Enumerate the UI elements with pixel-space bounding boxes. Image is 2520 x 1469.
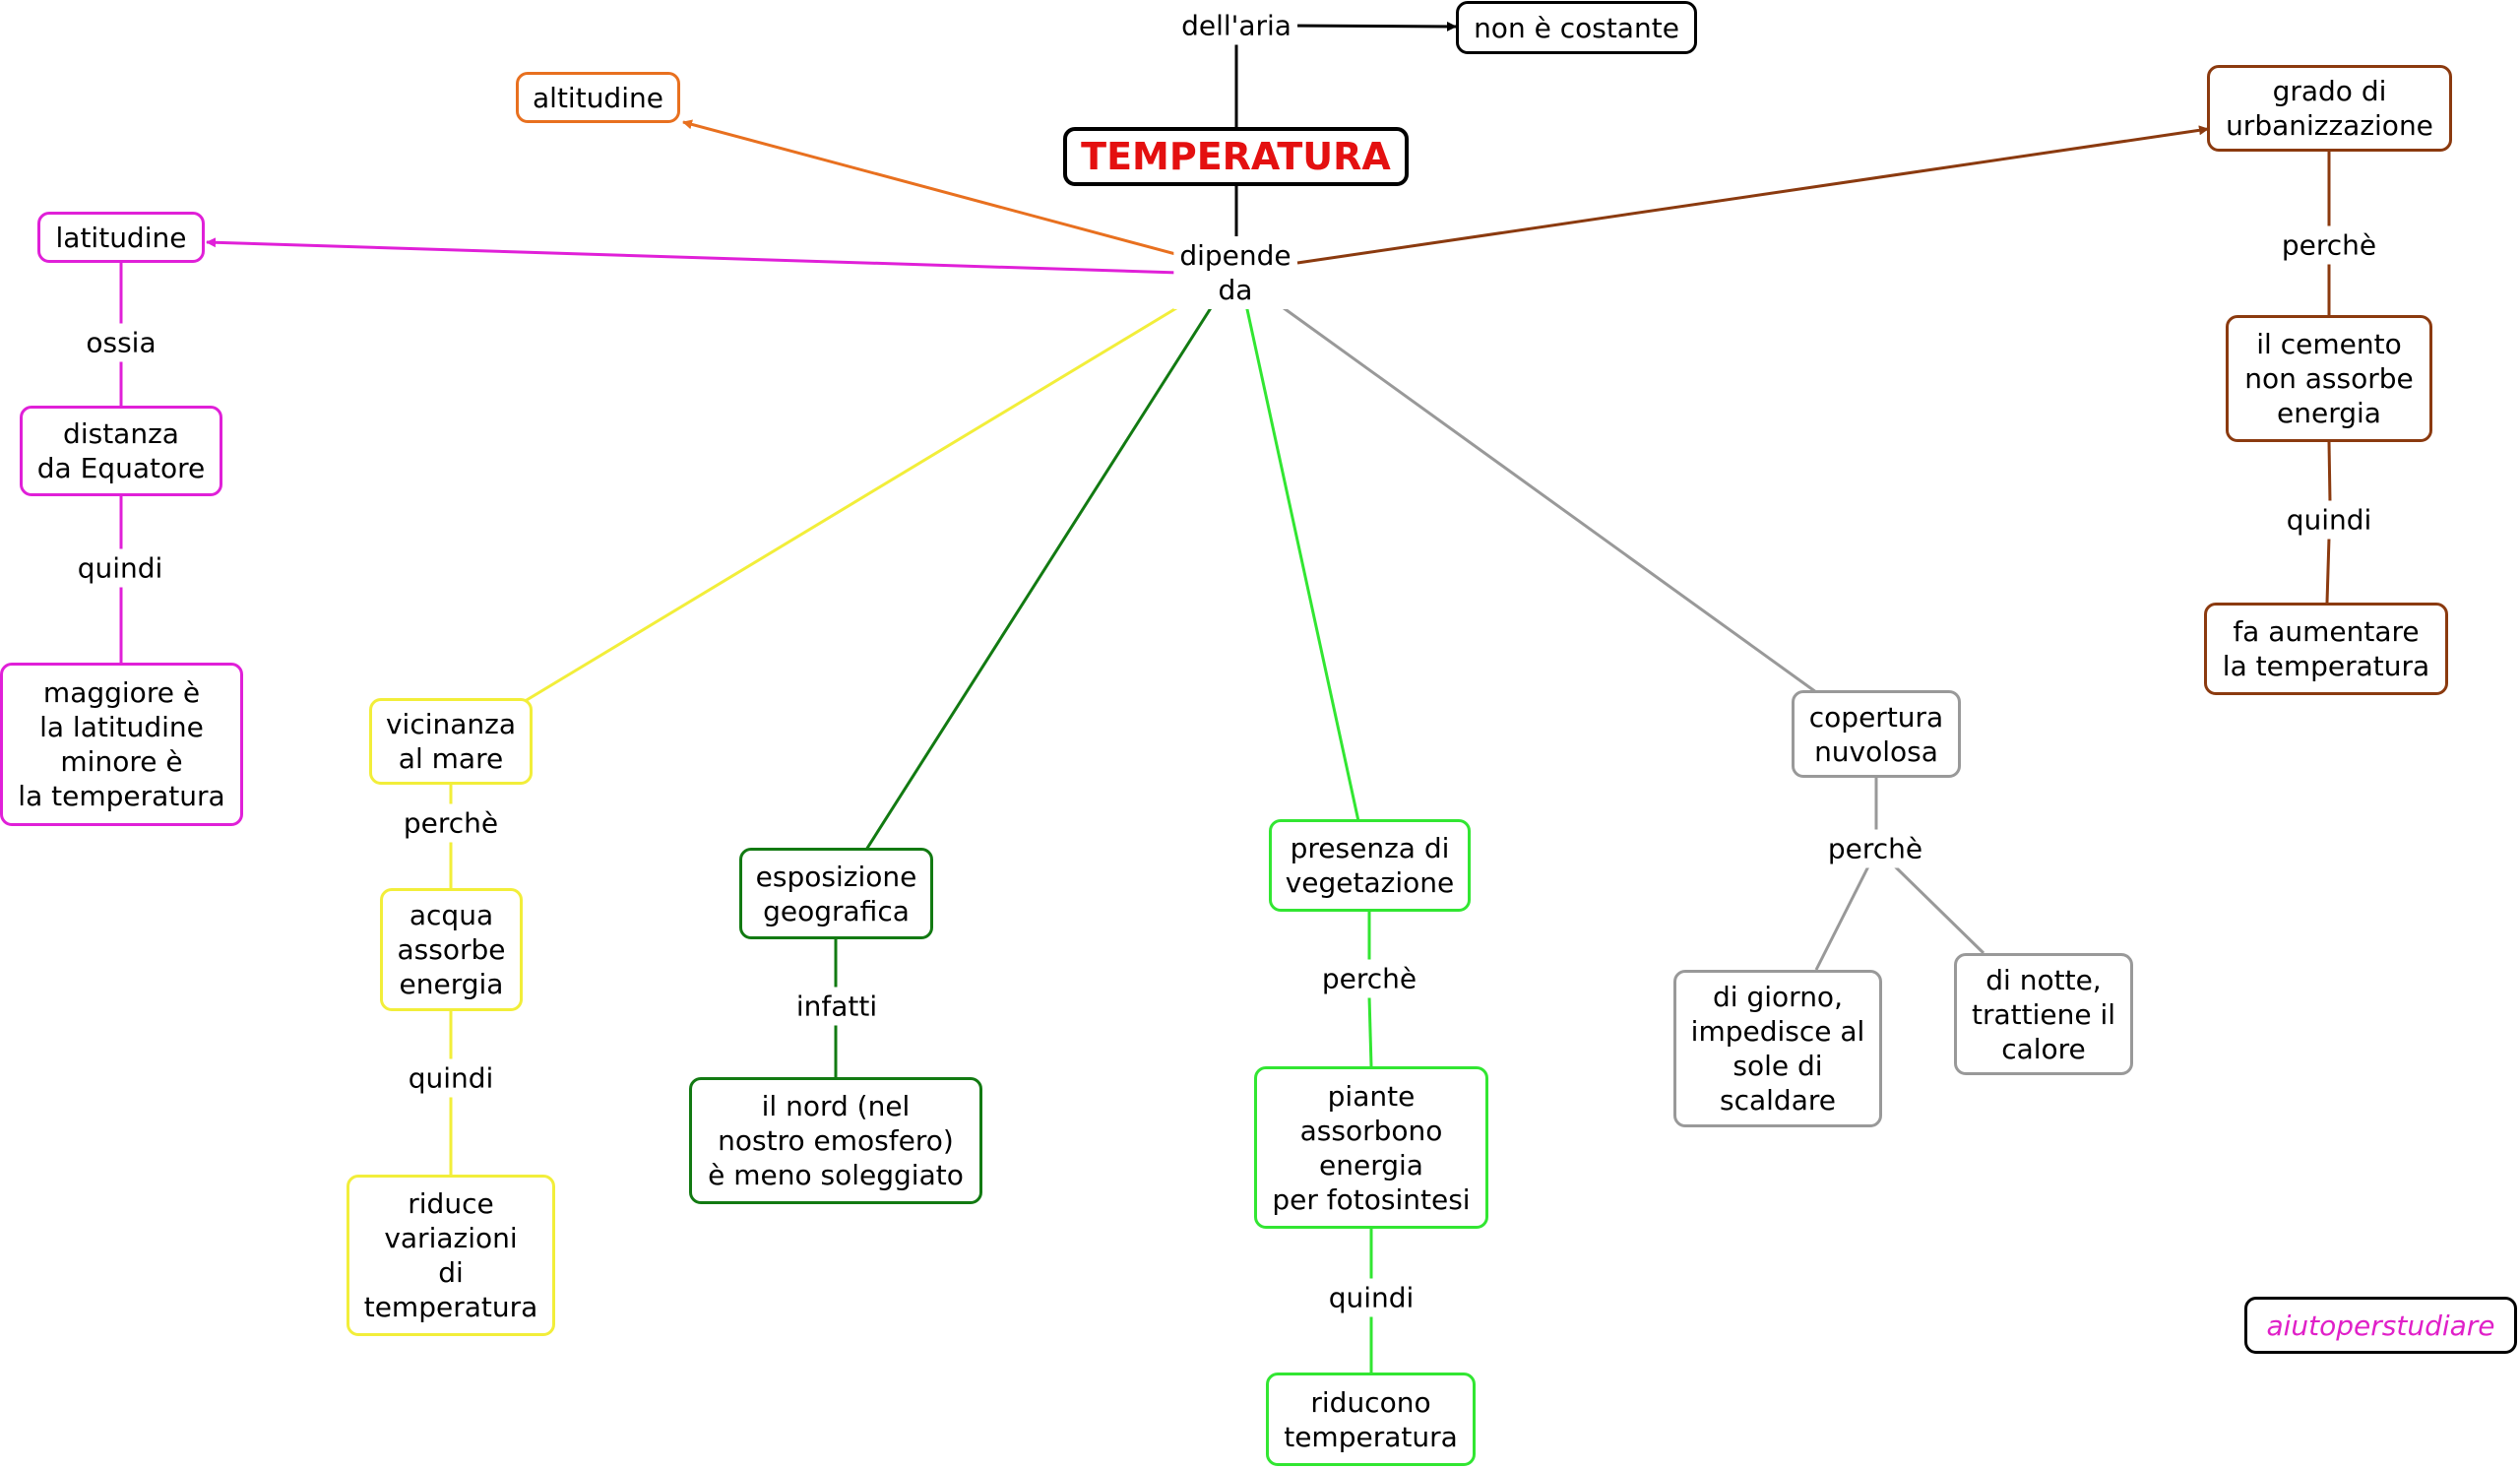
node-grado-urbanizzazione[interactable]: grado di urbanizzazione (2207, 65, 2452, 152)
edge-vegetazione (1243, 299, 1360, 822)
node-latitudine[interactable]: latitudine (37, 212, 205, 263)
node-esposizione-geografica[interactable]: esposizione geografica (739, 848, 933, 939)
edge-altitudine (682, 119, 1180, 257)
node-non-costante[interactable]: non è costante (1456, 1, 1697, 54)
edge-perche-piante (1367, 995, 1373, 1067)
link-quindi-latitudine: quindi (71, 548, 169, 588)
edge-perche-giorno (1814, 865, 1870, 971)
link-dellaria: dell'aria (1175, 6, 1297, 45)
link-ossia: ossia (80, 323, 162, 362)
link-perche-nuvolosa: perchè (1821, 829, 1929, 868)
edge-copertura (1279, 303, 1817, 694)
node-distanza-equatore[interactable]: distanza da Equatore (20, 406, 222, 496)
node-riducono-temperatura[interactable]: riducono temperatura (1266, 1373, 1476, 1466)
link-quindi-urbanizzazione: quindi (2280, 500, 2378, 540)
node-presenza-vegetazione[interactable]: presenza di vegetazione (1269, 819, 1471, 912)
link-perche-urbanizzazione: perchè (2275, 225, 2383, 265)
edge-quindi-aumentare (2325, 537, 2331, 604)
edge-cemento-quindi (2327, 441, 2332, 503)
brand-label[interactable]: aiutoperstudiare (2244, 1297, 2517, 1354)
edge-urbanizzazione (1296, 125, 2209, 265)
node-riduce-variazioni[interactable]: riduce variazioni di temperatura (346, 1175, 555, 1336)
node-nord-soleggiato[interactable]: il nord (nel nostro emosfero) è meno sol… (689, 1077, 982, 1204)
node-di-notte[interactable]: di notte, trattiene il calore (1954, 953, 2133, 1075)
link-perche-mare: perchè (397, 803, 505, 843)
node-temperatura[interactable]: TEMPERATURA (1063, 127, 1409, 186)
node-altitudine[interactable]: altitudine (516, 72, 680, 123)
node-piante-fotosintesi[interactable]: piante assorbono energia per fotosintesi (1254, 1066, 1488, 1229)
node-acqua-energia[interactable]: acqua assorbe energia (380, 888, 523, 1011)
node-di-giorno[interactable]: di giorno, impedisce al sole di scaldare (1673, 970, 1882, 1127)
link-infatti: infatti (789, 987, 884, 1026)
node-copertura-nuvolosa[interactable]: copertura nuvolosa (1792, 690, 1961, 778)
edge-latitudine (206, 237, 1180, 275)
edge-esposizione (864, 299, 1218, 851)
node-maggiore-latitudine[interactable]: maggiore è la latitudine minore è la tem… (0, 663, 243, 826)
edge-dellaria-costante (1284, 21, 1457, 32)
node-aumentare-temperatura[interactable]: fa aumentare la temperatura (2204, 603, 2448, 695)
link-dipende-da: dipende da (1173, 236, 1297, 309)
edge-vicinanza (521, 303, 1182, 705)
link-perche-vegetazione: perchè (1315, 959, 1423, 998)
edge-perche-notte (1893, 864, 1985, 955)
link-quindi-vegetazione: quindi (1322, 1278, 1420, 1317)
node-cemento[interactable]: il cemento non assorbe energia (2226, 315, 2432, 442)
link-quindi-mare: quindi (402, 1058, 500, 1098)
node-vicinanza-mare[interactable]: vicinanza al mare (369, 698, 533, 785)
